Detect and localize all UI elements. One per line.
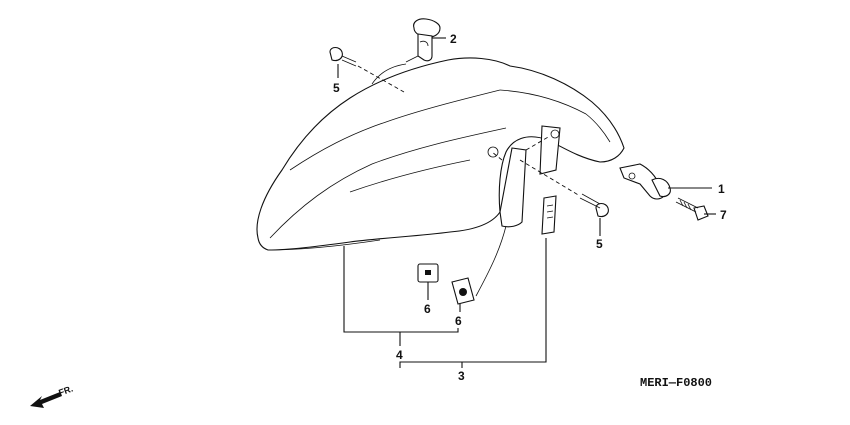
callout-5-right: 5 <box>596 237 603 251</box>
front-direction-label: FR. <box>57 384 74 398</box>
hose-clip-part <box>405 18 441 63</box>
screw-part5-right <box>519 159 609 218</box>
callout-7: 7 <box>720 208 727 222</box>
front-direction-arrow-icon: FR. <box>30 384 74 408</box>
leader-lines <box>337 37 716 368</box>
screw-part5-left <box>329 46 405 93</box>
small-panel <box>541 195 557 235</box>
callout-6-left: 6 <box>424 302 431 316</box>
well-nut-part6-left <box>417 263 439 283</box>
callout-5-left: 5 <box>333 81 340 95</box>
callout-1: 1 <box>718 182 725 196</box>
flange-bolt-part7 <box>675 197 709 221</box>
well-nut-part6-right <box>451 277 475 305</box>
callout-4: 4 <box>396 348 403 362</box>
callout-3: 3 <box>458 369 465 383</box>
diagram-code: MERI—F0800 <box>640 376 712 390</box>
callout-6-right: 6 <box>455 314 462 328</box>
front-fender <box>256 57 625 251</box>
inner-panel <box>475 125 561 297</box>
brake-hose-bracket <box>619 163 671 200</box>
callout-2: 2 <box>450 32 457 46</box>
